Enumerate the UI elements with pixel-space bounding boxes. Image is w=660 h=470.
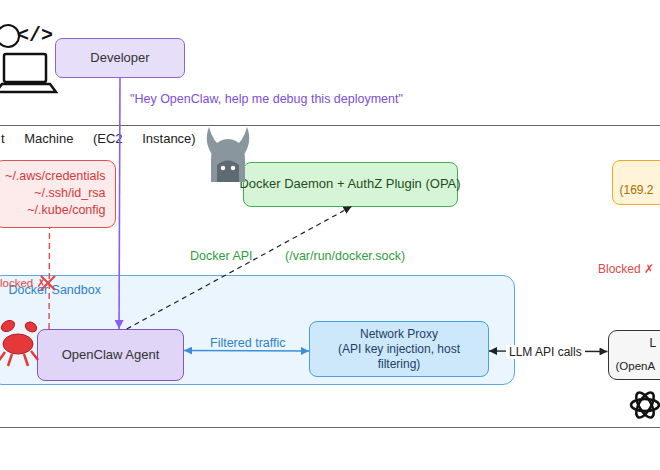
opa-helmet bbox=[211, 139, 245, 182]
logo-petal bbox=[631, 399, 659, 411]
node-label: (169.2 bbox=[620, 183, 660, 198]
annotation: Blocked ✗ bbox=[598, 262, 654, 276]
lobster-claw bbox=[24, 320, 39, 334]
opa-face bbox=[217, 161, 239, 183]
agent-box: OpenClaw Agent bbox=[37, 329, 184, 381]
laptop-screen bbox=[4, 54, 46, 82]
sandbox-box: Docker SandboxOpenClaw Agent Network Prox… bbox=[0, 275, 515, 385]
connector bbox=[127, 207, 352, 330]
connector bbox=[184, 350, 309, 352]
annotation: (/var/run/docker.sock) bbox=[285, 249, 405, 264]
edge-label: Docker API bbox=[190, 249, 253, 264]
developer-head bbox=[0, 25, 19, 47]
node-label: (API key injection, host filtering) bbox=[337, 342, 462, 372]
host-machine-box: t Machine (EC2 Instance) ~/.aws/credentia… bbox=[0, 125, 660, 428]
opa-horn bbox=[234, 127, 249, 156]
node-label: t Machine (EC2 Instance) bbox=[1, 131, 660, 147]
llm-box: L (OpenA bbox=[608, 330, 660, 380]
connector bbox=[48, 228, 50, 330]
opa-eye bbox=[231, 166, 235, 170]
logo-petal bbox=[633, 390, 657, 420]
opa-eye bbox=[221, 166, 225, 170]
docker-daemon-box: Docker Daemon + AuthZ Plugin (OPA) bbox=[243, 162, 458, 207]
node-label: OpenClaw Agent bbox=[62, 347, 160, 363]
lobster-body bbox=[3, 334, 33, 354]
opa-horn bbox=[207, 127, 222, 156]
lobster-legs bbox=[0, 351, 38, 366]
logo-petal bbox=[633, 390, 657, 420]
node-label: Developer bbox=[90, 50, 149, 66]
node-label: Network Proxy bbox=[360, 327, 438, 342]
node-label: Docker Sandbox bbox=[9, 283, 514, 299]
node-label: ~/.aws/credentials ~/.ssh/id_rsa ~/.kube… bbox=[0, 168, 106, 219]
credentials-box: ~/.aws/credentials ~/.ssh/id_rsa ~/.kube… bbox=[0, 160, 116, 228]
lobster-claw bbox=[0, 318, 17, 334]
edge-label: locked ✗ bbox=[0, 277, 46, 291]
edge-label: "Hey OpenClaw, help me debug this deploy… bbox=[130, 92, 403, 107]
opa-logo bbox=[207, 127, 250, 182]
lobster-icon bbox=[0, 318, 38, 366]
developer-illustration bbox=[0, 25, 56, 92]
proxy-box: Network Proxy(API key injection, host fi… bbox=[309, 321, 489, 377]
annotation: </> bbox=[17, 24, 53, 48]
edge-label: LLM API calls bbox=[506, 345, 585, 359]
edge-label: Filtered traffic bbox=[210, 336, 286, 351]
developer-box: Developer bbox=[55, 38, 185, 78]
node-label: L bbox=[650, 336, 660, 351]
node-label: Docker Daemon + AuthZ Plugin (OPA) bbox=[239, 176, 460, 192]
metadata-box: (169.2 bbox=[612, 160, 660, 205]
node-label: (OpenA bbox=[616, 359, 660, 373]
laptop-base bbox=[0, 84, 56, 92]
openai-logo bbox=[631, 390, 659, 420]
connector bbox=[118, 78, 121, 329]
